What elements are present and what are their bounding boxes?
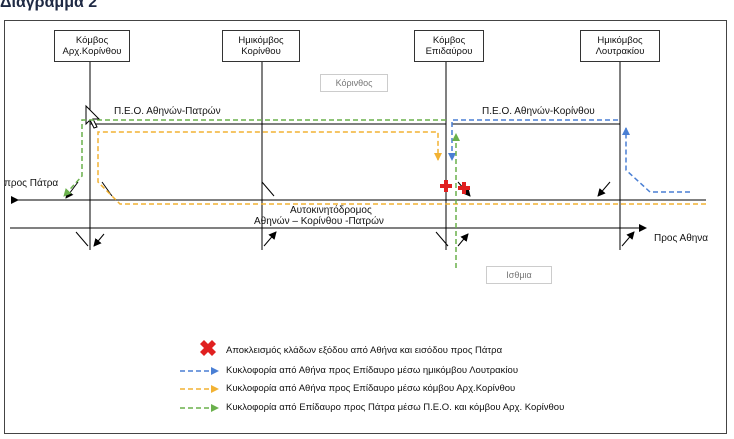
node-arx-korinthou: Κόμβος Αρχ.Κορίνθου [54,30,130,62]
node-korinthou: Ημικόμβος Κορίνθου [222,30,300,62]
closure-markers [440,180,470,194]
diagram-frame [4,20,727,434]
area-korinthos: Κόρινθος [320,74,388,92]
area-isthmia: Ισθμια [486,266,552,284]
node-label-line1: Ημικόμβος [597,35,643,46]
red-cross-icon [200,340,216,356]
node-label-line1: Ημικόμβος [238,35,284,46]
node-loutrakiou: Ημικόμβος Λουτρακίου [580,30,660,62]
legend-item-blue-route: Κυκλοφορία από Αθήνα προς Επίδαυρο μέσω … [226,365,519,376]
label-peo-athinon-korinthou: Π.Ε.Ο. Αθηνών-Κορίνθου [482,106,595,117]
node-label-line2: Επιδαύρου [425,46,473,57]
legend-item-green-route: Κυκλοφορία από Επίδαυρο προς Πάτρα μέσω … [226,402,565,413]
node-label-line1: Κόμβος [75,35,109,46]
label-motorway-line1: Αυτοκινητόδρομος [290,205,372,216]
cursor-icon [85,104,101,129]
node-label-line2: Λουτρακίου [595,46,645,57]
page-title: Διάγραμμα 2 [0,0,98,11]
label-pros-patra: προς Πάτρα [4,178,59,189]
legend-item-closure: Αποκλεισμός κλάδων εξόδου από Αθήνα και … [226,345,503,356]
label-peo-athinon-patron: Π.Ε.Ο. Αθηνών-Πατρών [114,106,221,117]
legend-item-orange-route: Κυκλοφορία από Αθήνα προς Επίδαυρο μέσω … [226,383,516,394]
red-cross-icon [458,182,470,194]
label-motorway-line2: Αθηνών – Κορίνθου -Πατρών [254,216,384,227]
cross-roads [89,62,621,250]
label-pros-athina: Προς Αθηνα [654,233,709,244]
node-label-line2: Κορίνθου [241,46,281,57]
red-cross-icon [440,180,452,192]
node-epidavrou: Κόμβος Επιδαύρου [414,30,484,62]
blue-route [448,119,690,193]
node-label-line2: Αρχ.Κορίνθου [62,46,122,57]
legend-markers [180,340,219,412]
orange-route [97,131,706,205]
green-route [63,119,460,268]
node-label-line1: Κόμβος [432,35,466,46]
